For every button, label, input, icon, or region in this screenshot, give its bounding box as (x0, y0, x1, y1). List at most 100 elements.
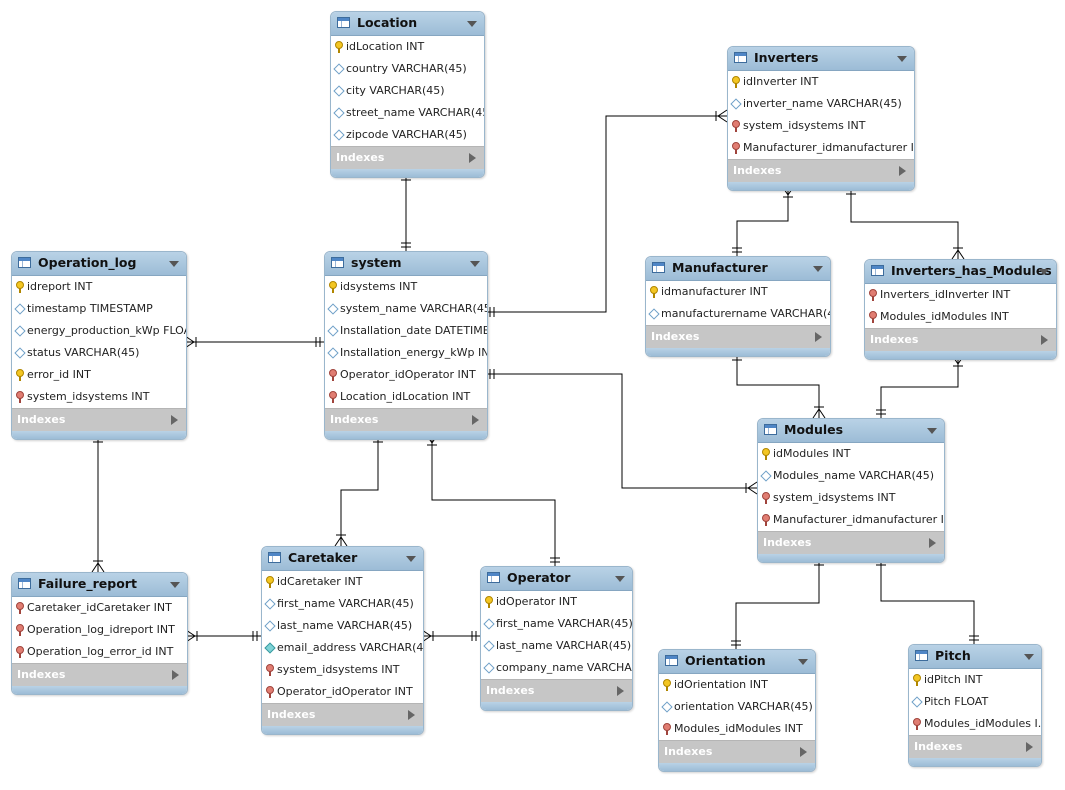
collapse-arrow-icon[interactable] (813, 266, 823, 272)
column-row[interactable]: idsystems INT (325, 276, 487, 298)
column-row[interactable]: first_name VARCHAR(45) (262, 593, 423, 615)
table-header[interactable]: Inverters_has_Modules (865, 260, 1056, 284)
column-row[interactable]: Pitch FLOAT (909, 691, 1041, 713)
collapse-arrow-icon[interactable] (1024, 654, 1034, 660)
collapse-arrow-icon[interactable] (170, 582, 180, 588)
column-row[interactable]: idModules INT (758, 443, 944, 465)
indexes-section[interactable]: Indexes (12, 663, 187, 686)
column-row[interactable]: idmanufacturer INT (646, 281, 830, 303)
table-header[interactable]: Operation_log (12, 252, 186, 276)
collapse-arrow-icon[interactable] (615, 576, 625, 582)
expand-arrow-icon[interactable] (469, 153, 476, 163)
column-row[interactable]: system_idsystems INT (728, 115, 914, 137)
table-header[interactable]: Pitch (909, 645, 1041, 669)
column-row[interactable]: street_name VARCHAR(45) (331, 102, 484, 124)
column-row[interactable]: Operation_log_error_id INT (12, 641, 187, 663)
column-row[interactable]: idOrientation INT (659, 674, 815, 696)
column-row[interactable]: energy_production_kWp FLOAT (12, 320, 186, 342)
indexes-section[interactable]: Indexes (909, 735, 1041, 758)
table-header[interactable]: Orientation (659, 650, 815, 674)
column-row[interactable]: Modules_idModules I... (909, 713, 1041, 735)
indexes-section[interactable]: Indexes (331, 146, 484, 169)
relationship-caretaker-failure_report[interactable] (185, 629, 261, 643)
column-row[interactable]: email_address VARCHAR(45) (262, 637, 423, 659)
collapse-arrow-icon[interactable] (467, 21, 477, 27)
expand-arrow-icon[interactable] (1041, 335, 1048, 345)
expand-arrow-icon[interactable] (929, 538, 936, 548)
column-row[interactable]: idLocation INT (331, 36, 484, 58)
relationship-system-operation_log[interactable] (184, 335, 324, 349)
collapse-arrow-icon[interactable] (169, 261, 179, 267)
relationship-modules-pitch[interactable] (876, 557, 979, 644)
expand-arrow-icon[interactable] (617, 686, 624, 696)
column-row[interactable]: system_idsystems INT (262, 659, 423, 681)
column-row[interactable]: zipcode VARCHAR(45) (331, 124, 484, 146)
table-header[interactable]: Modules (758, 419, 944, 443)
column-row[interactable]: Installation_energy_kWp INT (325, 342, 487, 364)
column-row[interactable]: first_name VARCHAR(45) (481, 613, 632, 635)
column-row[interactable]: Location_idLocation INT (325, 386, 487, 408)
table-header[interactable]: Caretaker (262, 547, 423, 571)
column-row[interactable]: orientation VARCHAR(45) (659, 696, 815, 718)
indexes-section[interactable]: Indexes (865, 328, 1056, 351)
column-row[interactable]: last_name VARCHAR(45) (481, 635, 632, 657)
relationship-operator-system[interactable] (425, 433, 560, 566)
column-row[interactable]: idreport INT (12, 276, 186, 298)
indexes-section[interactable]: Indexes (481, 679, 632, 702)
column-row[interactable]: idCaretaker INT (262, 571, 423, 593)
column-row[interactable]: status VARCHAR(45) (12, 342, 186, 364)
relationship-operation_log-failure_report[interactable] (91, 434, 105, 573)
relationship-manufacturer-inverters[interactable] (732, 185, 795, 256)
column-row[interactable]: Manufacturer_idmanufacturer INT (728, 137, 914, 159)
table-header[interactable]: Failure_report (12, 573, 187, 597)
column-row[interactable]: Operation_log_idreport INT (12, 619, 187, 641)
relationship-manufacturer-modules[interactable] (732, 352, 826, 419)
indexes-section[interactable]: Indexes (262, 703, 423, 726)
expand-arrow-icon[interactable] (171, 415, 178, 425)
collapse-arrow-icon[interactable] (406, 556, 416, 562)
indexes-section[interactable]: Indexes (728, 159, 914, 182)
expand-arrow-icon[interactable] (1026, 742, 1033, 752)
table-header[interactable]: system (325, 252, 487, 276)
indexes-section[interactable]: Indexes (646, 325, 830, 348)
column-row[interactable]: Manufacturer_idmanufacturer INT (758, 509, 944, 531)
collapse-arrow-icon[interactable] (798, 659, 808, 665)
expand-arrow-icon[interactable] (408, 710, 415, 720)
relationship-operator-caretaker[interactable] (421, 629, 480, 643)
column-row[interactable]: Modules_name VARCHAR(45) (758, 465, 944, 487)
collapse-arrow-icon[interactable] (1039, 269, 1049, 275)
column-row[interactable]: Operator_idOperator INT (262, 681, 423, 703)
indexes-section[interactable]: Indexes (659, 740, 815, 763)
collapse-arrow-icon[interactable] (470, 261, 480, 267)
table-header[interactable]: Manufacturer (646, 257, 830, 281)
expand-arrow-icon[interactable] (899, 166, 906, 176)
column-row[interactable]: Operator_idOperator INT (325, 364, 487, 386)
column-row[interactable]: error_id INT (12, 364, 186, 386)
column-row[interactable]: system_idsystems INT (12, 386, 186, 408)
column-row[interactable]: idInverter INT (728, 71, 914, 93)
indexes-section[interactable]: Indexes (758, 531, 944, 554)
relationship-system-modules[interactable] (486, 369, 758, 495)
relationship-system-caretaker[interactable] (334, 434, 383, 547)
relationship-inverters-inverters_has_modules[interactable] (846, 186, 965, 260)
column-row[interactable]: manufacturername VARCHAR(45) (646, 303, 830, 325)
column-row[interactable]: Modules_idModules INT (659, 718, 815, 740)
expand-arrow-icon[interactable] (172, 670, 179, 680)
table-header[interactable]: Operator (481, 567, 632, 591)
collapse-arrow-icon[interactable] (927, 428, 937, 434)
column-row[interactable]: Modules_idModules INT (865, 306, 1056, 328)
column-row[interactable]: Caretaker_idCaretaker INT (12, 597, 187, 619)
expand-arrow-icon[interactable] (815, 332, 822, 342)
table-header[interactable]: Location (331, 12, 484, 36)
column-row[interactable]: last_name VARCHAR(45) (262, 615, 423, 637)
column-row[interactable]: system_name VARCHAR(45) (325, 298, 487, 320)
column-row[interactable]: system_idsystems INT (758, 487, 944, 509)
